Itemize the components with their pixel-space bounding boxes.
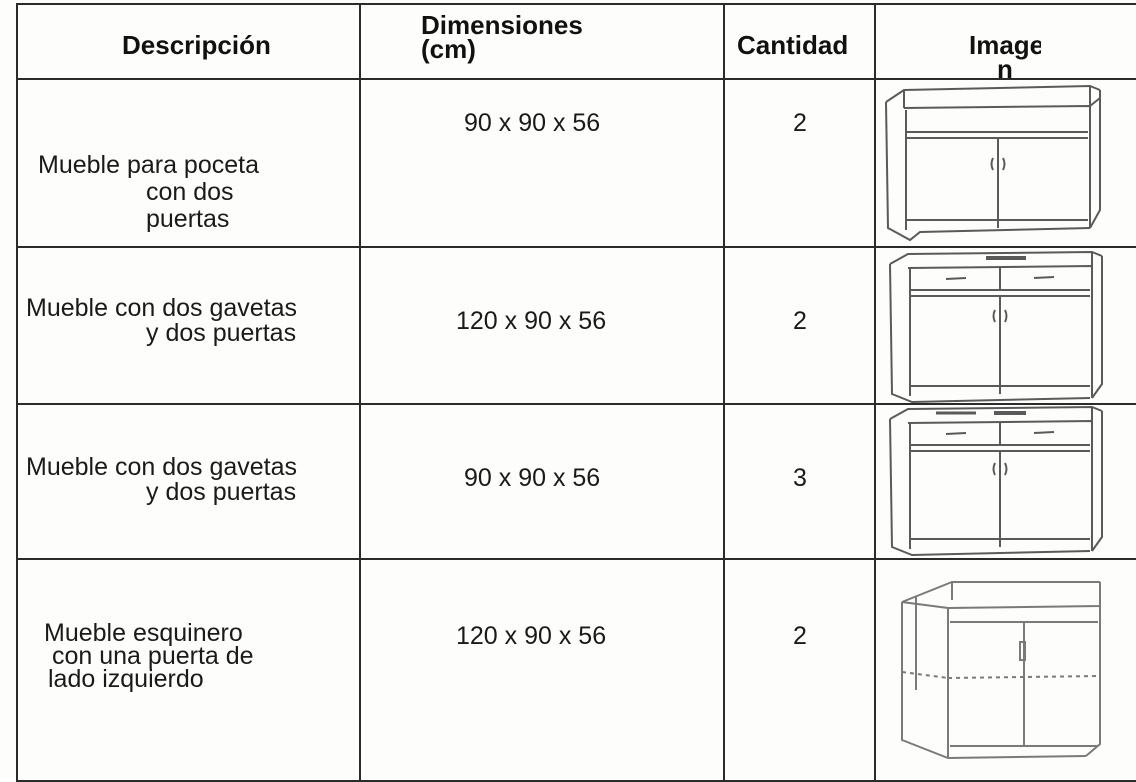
description-text: Mueble para poceta con dos puertas — [38, 152, 259, 233]
cell-image — [874, 78, 1136, 248]
header-image-line2: n — [997, 54, 1013, 83]
header-dimensions-line2: (cm) — [421, 34, 476, 64]
quantity-value: 2 — [793, 307, 807, 335]
description-line: Mueble con dos gavetas — [26, 294, 298, 322]
description-line: puertas — [146, 205, 230, 233]
header-quantity-label: Cantidad — [737, 30, 849, 60]
cell-dimensions: 90 x 90 x 56 — [359, 403, 725, 560]
cell-image — [874, 246, 1136, 405]
description-text: Mueble con dos gavetas y dos puertas — [26, 296, 297, 346]
description-line: y dos puertas — [146, 478, 297, 506]
header-image: Image n — [874, 3, 1136, 82]
cell-description: Mueble con dos gavetas y dos puertas — [16, 246, 361, 405]
table-row: Mueble con dos gavetas y dos puertas 90 … — [16, 403, 1136, 560]
description-line: Mueble para poceta — [38, 151, 259, 179]
description-line: Mueble con dos gavetas — [26, 453, 298, 481]
header-description-label: Descripción — [122, 30, 271, 60]
cell-image — [874, 558, 1136, 782]
header-dimensions: Dimensiones (cm) — [359, 3, 725, 80]
cell-quantity: 2 — [723, 78, 876, 248]
description-text: Mueble con dos gavetas y dos puertas — [26, 455, 297, 505]
header-image-label: Image n — [969, 33, 1041, 83]
cell-description: Mueble para poceta con dos puertas — [16, 78, 361, 248]
cell-description: Mueble con dos gavetas y dos puertas — [16, 403, 361, 560]
table-header-row: Descripción Dimensiones (cm) Cantidad Im… — [16, 3, 1136, 82]
cabinet-two-drawers-two-doors-icon — [889, 250, 1103, 404]
table-row: Mueble con dos gavetas y dos puertas 120… — [16, 246, 1136, 405]
dimensions-value: 90 x 90 x 56 — [464, 109, 601, 137]
cell-description: Mueble esquinero con una puerta de lado … — [16, 558, 361, 782]
description-line: con dos — [146, 178, 234, 206]
description-text: Mueble esquinero con una puerta de lado … — [44, 619, 254, 693]
corner-cabinet-one-door-icon — [901, 581, 1101, 760]
description-line: y dos puertas — [146, 319, 297, 347]
header-quantity: Cantidad — [723, 3, 876, 80]
header-dimensions-line1: Dimensiones — [421, 10, 583, 40]
table-row: Mueble para poceta con dos puertas 90 x … — [16, 78, 1136, 248]
cell-quantity: 2 — [723, 246, 876, 405]
dimensions-value: 120 x 90 x 56 — [456, 307, 607, 335]
dimensions-value: 120 x 90 x 56 — [456, 622, 607, 650]
description-line: Mueble esquinero — [44, 619, 243, 647]
cell-quantity: 3 — [723, 403, 876, 560]
cell-image — [874, 403, 1136, 560]
quantity-value: 2 — [793, 109, 807, 137]
quantity-value: 3 — [793, 464, 807, 492]
cell-quantity: 2 — [723, 558, 876, 782]
furniture-table: Descripción Dimensiones (cm) Cantidad Im… — [16, 3, 1136, 782]
cell-dimensions: 120 x 90 x 56 — [359, 246, 725, 405]
header-image-line1: Image — [969, 33, 1041, 60]
sink-cabinet-two-doors-icon — [885, 84, 1101, 242]
quantity-value: 2 — [793, 622, 807, 650]
table-row: Mueble esquinero con una puerta de lado … — [16, 558, 1136, 782]
cabinet-two-drawers-two-doors-icon — [889, 405, 1103, 557]
cell-dimensions: 90 x 90 x 56 — [359, 78, 725, 248]
description-line: con una puerta de — [52, 642, 254, 670]
header-dimensions-label: Dimensiones (cm) — [421, 10, 583, 64]
dimensions-value: 90 x 90 x 56 — [464, 464, 601, 492]
cell-dimensions: 120 x 90 x 56 — [359, 558, 725, 782]
header-description: Descripción — [16, 3, 361, 80]
description-line: lado izquierdo — [48, 665, 204, 693]
